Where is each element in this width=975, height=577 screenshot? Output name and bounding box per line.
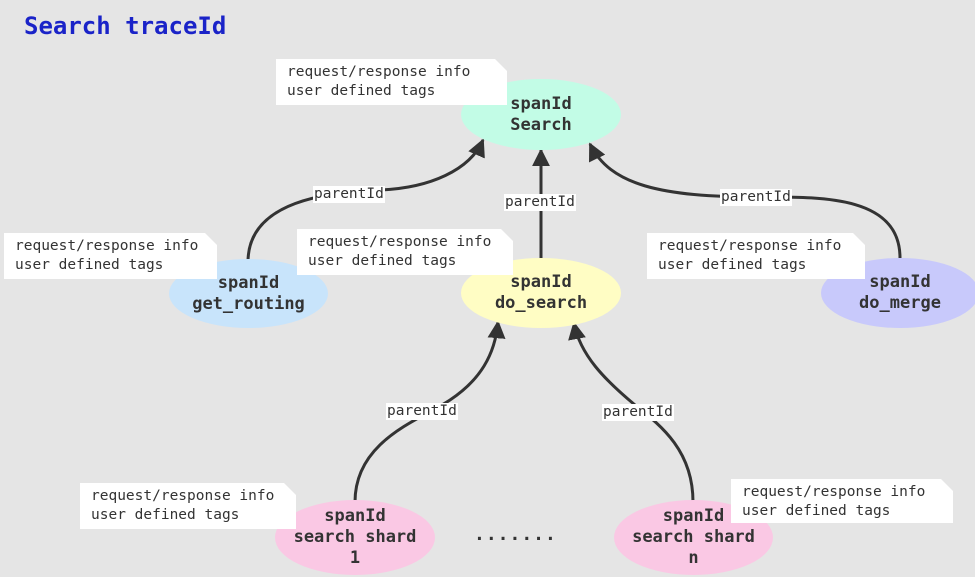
- node-shard-n-line2: search shard: [632, 527, 755, 547]
- node-shard-1-line1: spanId: [324, 506, 386, 526]
- node-search-line1: spanId: [510, 93, 572, 114]
- note-search-line2: user defined tags: [287, 83, 436, 99]
- edge-label-get-routing: parentId: [313, 186, 385, 203]
- node-do-search-line2: do_search: [494, 293, 588, 313]
- note-shard-1: request/response info user defined tags: [80, 483, 296, 529]
- note-do-search-line2: user defined tags: [308, 253, 457, 269]
- node-shard-1-line3: 1: [349, 548, 361, 568]
- note-do-search-line1: request/response info: [308, 234, 492, 250]
- node-search-line2: Search: [510, 114, 572, 135]
- note-shard-n-line1: request/response info: [742, 484, 926, 500]
- note-search: request/response info user defined tags: [276, 59, 507, 105]
- node-do-search: spanId do_search: [461, 258, 621, 328]
- note-do-merge-line2: user defined tags: [658, 257, 807, 273]
- node-search: spanId Search: [461, 79, 621, 150]
- note-get-routing-line2: user defined tags: [15, 257, 164, 273]
- node-shard-n-line1: spanId: [662, 506, 725, 526]
- note-shard-n: request/response info user defined tags: [731, 479, 953, 523]
- note-shard-1-line1: request/response info: [91, 488, 275, 504]
- node-shard-1: spanId search shard 1: [275, 500, 435, 575]
- ellipsis: .......: [474, 524, 557, 545]
- note-do-merge-line1: request/response info: [658, 238, 842, 254]
- edge-shard-1-to-do-search: [353, 320, 506, 503]
- note-do-merge: request/response info user defined tags: [647, 233, 865, 279]
- note-shard-1-line2: user defined tags: [91, 507, 240, 523]
- node-do-merge-line1: spanId: [869, 272, 931, 292]
- edge-label-do-search: parentId: [504, 194, 576, 211]
- edge-label-shard-1: parentId: [386, 403, 458, 420]
- edge-label-shard-n: parentId: [602, 404, 674, 421]
- note-shard-n-line2: user defined tags: [742, 503, 891, 519]
- note-get-routing: request/response info user defined tags: [4, 233, 217, 279]
- edge-label-do-merge: parentId: [720, 189, 792, 206]
- diagram-title: Search traceId: [24, 12, 227, 40]
- note-get-routing-line1: request/response info: [15, 238, 199, 254]
- note-search-line1: request/response info: [287, 64, 471, 80]
- node-get-routing-line1: spanId: [217, 272, 280, 293]
- node-get-routing-line2: get_routing: [192, 293, 305, 314]
- node-do-merge-line2: do_merge: [859, 293, 941, 313]
- node-shard-1-line2: search shard: [293, 527, 417, 547]
- node-do-search-line1: spanId: [510, 272, 572, 292]
- note-do-search: request/response info user defined tags: [297, 229, 513, 275]
- node-shard-n-line3: n: [688, 548, 699, 568]
